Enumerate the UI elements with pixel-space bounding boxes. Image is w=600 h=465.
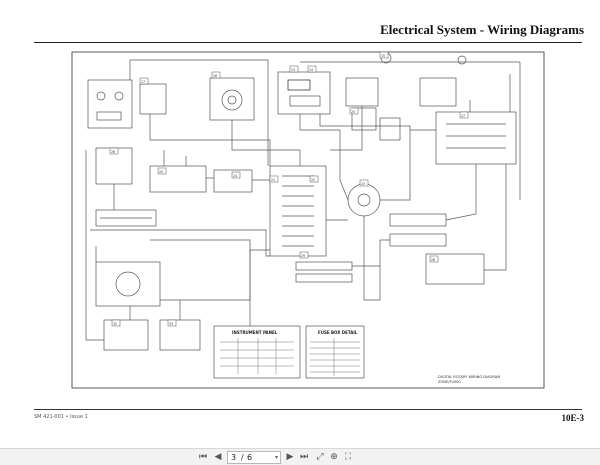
previous-page-icon: ◀ [214, 452, 222, 462]
header-rule [34, 42, 582, 43]
box-label: 15 [381, 54, 385, 58]
fuse-box-title: FUSE BOX DETAIL [318, 330, 358, 335]
next-page-button[interactable]: ▶ [284, 451, 296, 463]
document-page: Electrical System - Wiring Diagrams [34, 22, 585, 423]
first-page-icon: ⏮ [198, 452, 208, 462]
box-label: 17 [141, 80, 145, 84]
fullscreen-icon: ⛶ [344, 452, 352, 462]
first-page-button[interactable]: ⏮ [197, 451, 209, 463]
component-box-13 [209, 77, 255, 121]
box-label: 28 [431, 258, 435, 262]
instrument-panel-box [213, 325, 301, 379]
box-label: 16 [213, 74, 217, 78]
page-separator: / [241, 453, 244, 462]
instrument-panel-title: INSTRUMENT PANEL [232, 330, 278, 335]
last-page-icon: ⏭ [299, 452, 309, 462]
page-header-title: Electrical System - Wiring Diagrams [380, 22, 584, 37]
box-label: 14 [309, 68, 313, 72]
previous-page-button[interactable]: ◀ [212, 451, 224, 463]
box-label: 20 [351, 110, 355, 114]
current-page-value: 3 [231, 453, 237, 462]
component-box-bottom-1 [103, 319, 149, 351]
footer-document-ref: SM 421-001 • Issue 1 [34, 414, 88, 420]
next-page-icon: ▶ [286, 452, 294, 462]
viewer-toolbar: ⏮ ◀ 3 / 6 ▾ ▶ ⏭ ⤢ ⊕ ⛶ [0, 448, 600, 465]
switch-box-center-left [149, 165, 207, 193]
component-box-top-right [345, 77, 379, 107]
footer-rule [34, 409, 582, 410]
junction-block-right [435, 111, 517, 165]
switch-box-center [213, 169, 253, 193]
fuse-box [305, 325, 365, 379]
box-label: 33 [169, 322, 173, 326]
box-label: 29 [301, 254, 305, 258]
chevron-down-icon: ▾ [274, 454, 278, 461]
box-label: 27 [461, 114, 465, 118]
relay-box-topleft [87, 79, 133, 129]
fit-page-icon: ⤢ [316, 452, 324, 462]
box-label: 13 [291, 68, 295, 72]
diagram-caption-line2: ZONE/F0000 [438, 380, 461, 384]
diagram-caption-line1: DIGITAL ROTARY WIRING DIAGRAM [438, 375, 500, 379]
central-connector [269, 165, 327, 257]
box-label: 26 [111, 150, 115, 154]
diagram-border [71, 51, 545, 389]
fit-page-button[interactable]: ⤢ [314, 451, 326, 463]
total-pages-value: 6 [247, 453, 253, 462]
component-box-14 [139, 83, 167, 115]
zoom-button[interactable]: ⊕ [328, 451, 340, 463]
box-label: 24 [233, 174, 237, 178]
footer-page-code: 10E-3 [561, 413, 585, 423]
box-label: 25 [159, 170, 163, 174]
box-label: 21 [271, 178, 275, 182]
box-label: 23 [361, 182, 365, 186]
wiring-diagram: 13 14 15 16 17 20 21 22 23 24 25 26 27 [71, 51, 545, 389]
box-label: 22 [311, 178, 315, 182]
page-number-selector[interactable]: 3 / 6 ▾ [227, 451, 281, 464]
unit-box-top-center [277, 71, 331, 115]
connector-box-right-mid [425, 253, 485, 285]
alternator-box [95, 261, 161, 307]
box-label: 32 [113, 322, 117, 326]
last-page-button[interactable]: ⏭ [298, 451, 310, 463]
zoom-icon: ⊕ [330, 452, 338, 462]
ignition-switch [347, 183, 381, 217]
fullscreen-button[interactable]: ⛶ [342, 451, 354, 463]
component-box-bottom-2 [159, 319, 201, 351]
